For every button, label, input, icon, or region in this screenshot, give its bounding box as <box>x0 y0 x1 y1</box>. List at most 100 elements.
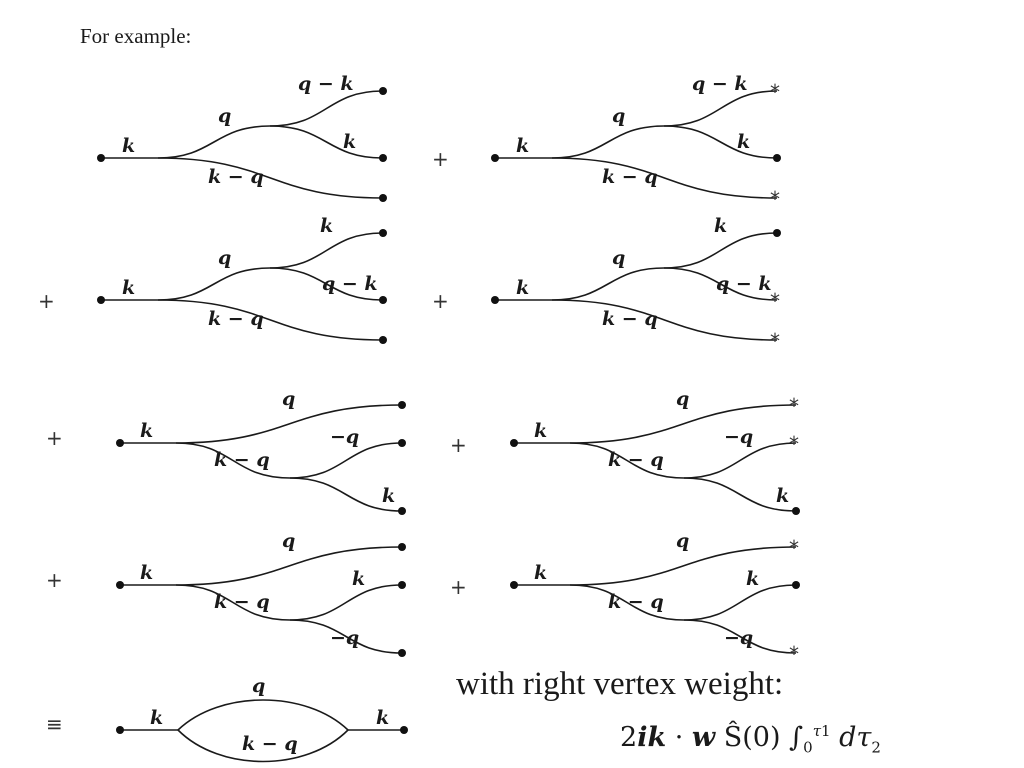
propagator-line <box>569 404 797 444</box>
propagator-line <box>551 267 665 301</box>
operator-plus: + <box>432 147 449 171</box>
propagator-line <box>683 477 797 512</box>
leaf-vertex-dot <box>792 581 800 589</box>
leaf-star-marker: * <box>770 80 780 104</box>
root-vertex-dot <box>510 439 518 447</box>
leaf-star-marker: * <box>770 329 780 353</box>
propagator-line <box>551 157 778 199</box>
propagator-line <box>551 299 778 341</box>
momentum-label: k <box>343 131 356 153</box>
momentum-label: k <box>140 420 153 442</box>
momentum-label: q <box>282 530 295 552</box>
propagator-line <box>683 619 797 654</box>
root-vertex-dot <box>510 581 518 589</box>
propagator-line <box>569 442 685 479</box>
momentum-label: q <box>676 530 689 552</box>
operator-plus: + <box>46 568 63 592</box>
leaf-vertex-dot <box>379 87 387 95</box>
momentum-label: k − q <box>602 308 658 330</box>
momentum-label: k <box>320 215 333 237</box>
momentum-label: k − q <box>602 166 658 188</box>
momentum-label: k − q <box>608 449 664 471</box>
leaf-star-marker: * <box>770 187 780 211</box>
propagator-line <box>569 584 685 621</box>
operator-plus: + <box>432 289 449 313</box>
propagator-line <box>289 584 403 621</box>
propagator-line <box>157 267 271 301</box>
diagram-d6: **kqk − q−qk+ <box>450 388 800 515</box>
diagram-d4: * * k q k q − k k − q + <box>432 215 781 353</box>
propagator-line <box>157 125 271 159</box>
operator-plus: + <box>46 426 63 450</box>
momentum-label: q <box>612 247 625 269</box>
root-vertex-dot <box>116 581 124 589</box>
momentum-label: k <box>122 277 135 299</box>
propagator-line <box>175 584 291 621</box>
leaf-vertex-dot <box>773 229 781 237</box>
diagram-d1: kqq − kkk − q <box>97 73 387 202</box>
propagator-line <box>569 546 797 586</box>
propagator-line <box>683 442 797 479</box>
intro-text: For example: <box>80 24 192 48</box>
momentum-label: q <box>218 247 231 269</box>
momentum-label: k <box>776 485 789 507</box>
leaf-vertex-dot <box>773 154 781 162</box>
momentum-label: k <box>140 562 153 584</box>
propagator-line <box>683 584 797 621</box>
propagator-line <box>269 125 384 159</box>
leaf-vertex-dot <box>398 581 406 589</box>
momentum-label: k <box>150 707 163 729</box>
operator-plus: + <box>38 289 55 313</box>
momentum-label: k <box>534 420 547 442</box>
momentum-label: q − k <box>716 273 772 295</box>
vertex-weight-formula: 2ik · w Ŝ(0) ∫0τ1 dτ2 <box>620 722 881 757</box>
diagram-d7: k q k − q k −q + <box>46 530 406 657</box>
propagator-line <box>175 442 291 479</box>
momentum-label: −q <box>724 627 753 649</box>
propagator-line <box>157 157 384 199</box>
propagator-line <box>269 90 384 127</box>
leaf-star-marker: * <box>789 536 799 560</box>
propagator-line <box>551 125 665 159</box>
momentum-label: q − k <box>322 273 378 295</box>
diagram-d5: kqk − q−qk+ <box>46 388 406 515</box>
propagator-line <box>663 232 778 269</box>
leaf-star-marker: * <box>789 394 799 418</box>
momentum-label: q − k <box>692 73 748 95</box>
momentum-label: −q <box>330 426 359 448</box>
root-vertex-dot <box>116 439 124 447</box>
leaf-vertex-dot <box>398 543 406 551</box>
momentum-label: k <box>352 568 365 590</box>
momentum-label: k <box>376 707 389 729</box>
momentum-label: k <box>714 215 727 237</box>
propagator-line <box>177 729 349 763</box>
momentum-label: k − q <box>608 591 664 613</box>
propagator-line <box>663 125 778 159</box>
leaf-vertex-dot <box>379 296 387 304</box>
momentum-label: −q <box>724 426 753 448</box>
leaf-vertex-dot <box>379 154 387 162</box>
propagator-line <box>289 619 403 654</box>
momentum-label: −q <box>330 627 359 649</box>
momentum-label: q <box>252 675 265 697</box>
root-vertex-dot <box>491 296 499 304</box>
momentum-label: k <box>516 277 529 299</box>
leaf-vertex-dot <box>379 336 387 344</box>
diagram-d9: kqk − qk≡ <box>46 675 408 763</box>
momentum-label: k − q <box>242 733 298 755</box>
root-vertex-dot <box>491 154 499 162</box>
leaf-vertex-dot <box>398 401 406 409</box>
momentum-label: q − k <box>298 73 354 95</box>
momentum-label: k − q <box>214 591 270 613</box>
operator-plus: + <box>450 433 467 457</box>
root-vertex-dot <box>97 296 105 304</box>
momentum-label: k − q <box>214 449 270 471</box>
root-vertex-dot <box>97 154 105 162</box>
propagator-line <box>157 299 384 341</box>
momentum-label: k <box>382 485 395 507</box>
propagator-line <box>289 442 403 479</box>
diagram-d2: **kqq − kkk − q+ <box>432 73 781 211</box>
leaf-star-marker: * <box>770 289 780 313</box>
